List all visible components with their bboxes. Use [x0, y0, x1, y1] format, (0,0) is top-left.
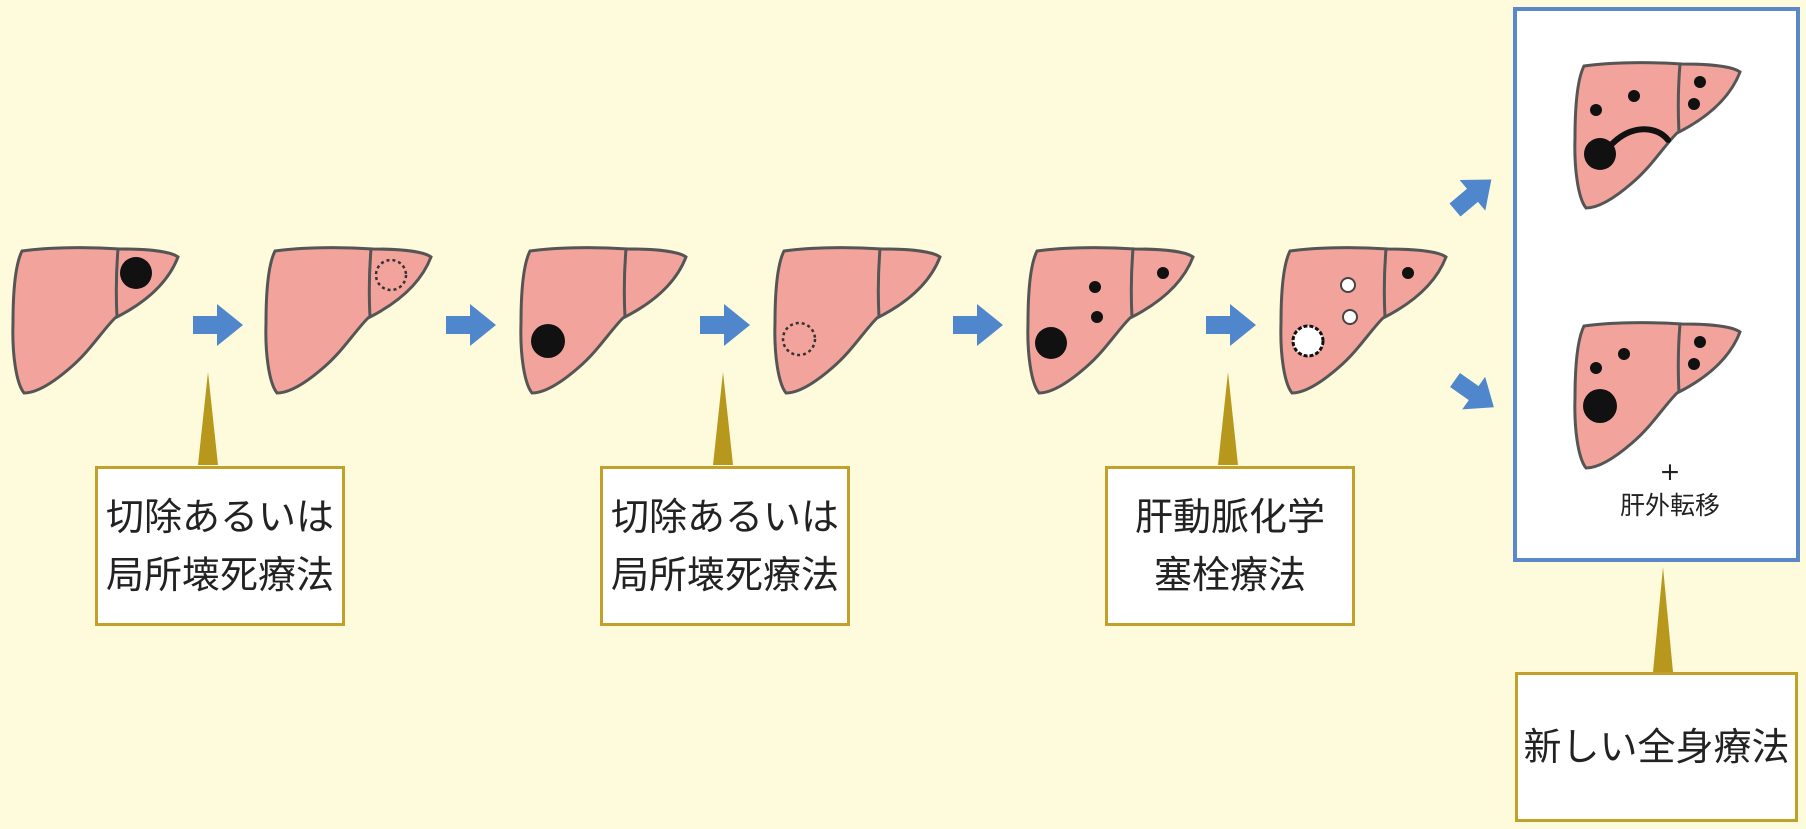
tumor-mark — [120, 257, 152, 289]
liver-icon — [1028, 248, 1193, 393]
liver-icon — [521, 248, 686, 393]
new-therapy-box: 新しい全身療法 — [1515, 672, 1798, 822]
right-arrow-icon — [953, 304, 1003, 346]
liver-stage-1 — [13, 248, 178, 393]
up-right-arrow-icon — [1442, 164, 1504, 225]
tumor-mark — [1035, 327, 1067, 359]
down-right-arrow-icon — [1444, 364, 1506, 424]
liver-stage-2 — [266, 248, 431, 393]
pointer-triangle-icon — [1218, 372, 1238, 465]
plus-sign: + — [1580, 455, 1760, 489]
right-arrow-icon — [446, 304, 496, 346]
right-arrow-icon — [193, 304, 243, 346]
liver-icon — [266, 248, 431, 393]
treatment-3-box: 肝動脈化学 塞栓療法 — [1105, 466, 1355, 626]
extrahepatic-note: + 肝外転移 — [1580, 455, 1760, 523]
pointer-triangle-icon — [1653, 567, 1673, 672]
liver-stage-5 — [1028, 248, 1193, 393]
pointer-triangle-icon — [713, 372, 733, 465]
embolized-tumor-mark — [1293, 326, 1323, 356]
right-arrow-icon — [1206, 304, 1256, 346]
treatment-2-box: 切除あるいは 局所壊死療法 — [600, 466, 850, 626]
treatment-2-line-1: 切除あるいは — [611, 488, 839, 546]
treatment-3-line-2: 塞栓療法 — [1154, 546, 1306, 604]
pointer-triangle-icon — [198, 372, 218, 465]
treatment-2-line-2: 局所壊死療法 — [611, 546, 839, 604]
liver-icon — [775, 248, 940, 393]
treatment-1-line-1: 切除あるいは — [106, 488, 334, 546]
treatment-3-line-1: 肝動脈化学 — [1135, 488, 1325, 546]
right-arrow-icon — [700, 304, 750, 346]
liver-stage-6 — [1281, 248, 1446, 393]
liver-stage-3 — [521, 248, 686, 393]
tumor-mark — [531, 324, 565, 358]
new-therapy-label: 新しい全身療法 — [1523, 718, 1789, 776]
liver-icon — [1281, 248, 1446, 393]
liver-icon — [13, 248, 178, 393]
treatment-1-box: 切除あるいは 局所壊死療法 — [95, 466, 345, 626]
treatment-1-line-2: 局所壊死療法 — [106, 546, 334, 604]
extrahepatic-metastasis-label: 肝外転移 — [1580, 489, 1760, 523]
liver-stage-4 — [775, 248, 940, 393]
